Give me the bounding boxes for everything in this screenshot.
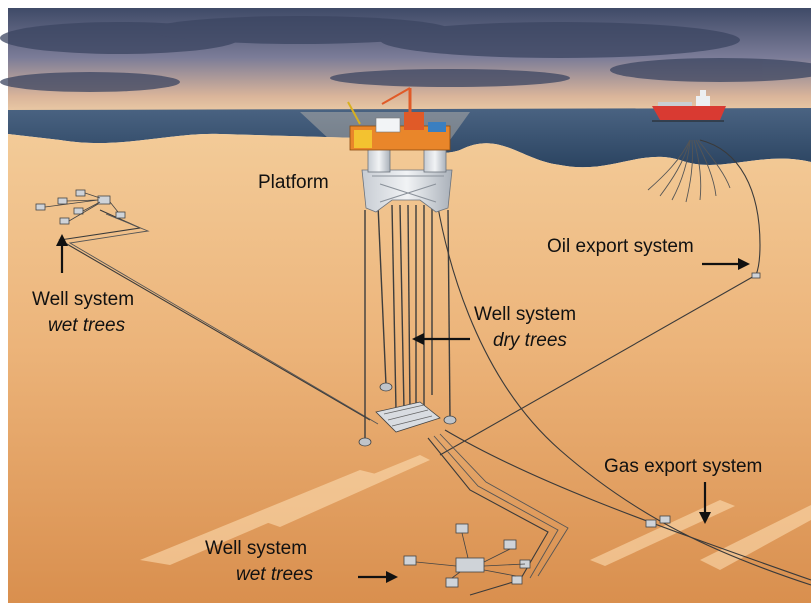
left-wet-tree-cluster [35, 189, 126, 225]
well-dry-title: Well system [474, 304, 576, 325]
oil-export-label: Oil export system [547, 236, 694, 257]
well-dry-subtitle: dry trees [493, 330, 567, 351]
arrow-right-icon [702, 258, 750, 270]
tendon-anchors [358, 382, 457, 447]
arrow-left-icon [412, 333, 470, 345]
well-wet-bottom-title: Well system [205, 538, 307, 559]
gas-export-sled [645, 515, 671, 528]
arrow-right-icon [358, 571, 398, 583]
oil-export-plem [751, 272, 761, 279]
well-wet-left-subtitle: wet trees [48, 315, 126, 336]
export-tanker [652, 90, 726, 122]
arrow-down-icon [699, 482, 711, 524]
bottom-wet-tree-cluster [403, 523, 531, 588]
flowlines [58, 139, 811, 596]
clouds [0, 16, 811, 92]
well-wet-left-title: Well system [32, 289, 134, 310]
gas-export-label: Gas export system [604, 456, 762, 477]
tension-leg-platform [347, 87, 453, 213]
risers [364, 204, 451, 440]
well-wet-bottom-subtitle: wet trees [236, 564, 314, 585]
mooring-lines [647, 139, 731, 203]
dry-tree-manifold [375, 401, 441, 433]
arrow-up-icon [56, 234, 68, 273]
platform-label: Platform [258, 172, 329, 193]
